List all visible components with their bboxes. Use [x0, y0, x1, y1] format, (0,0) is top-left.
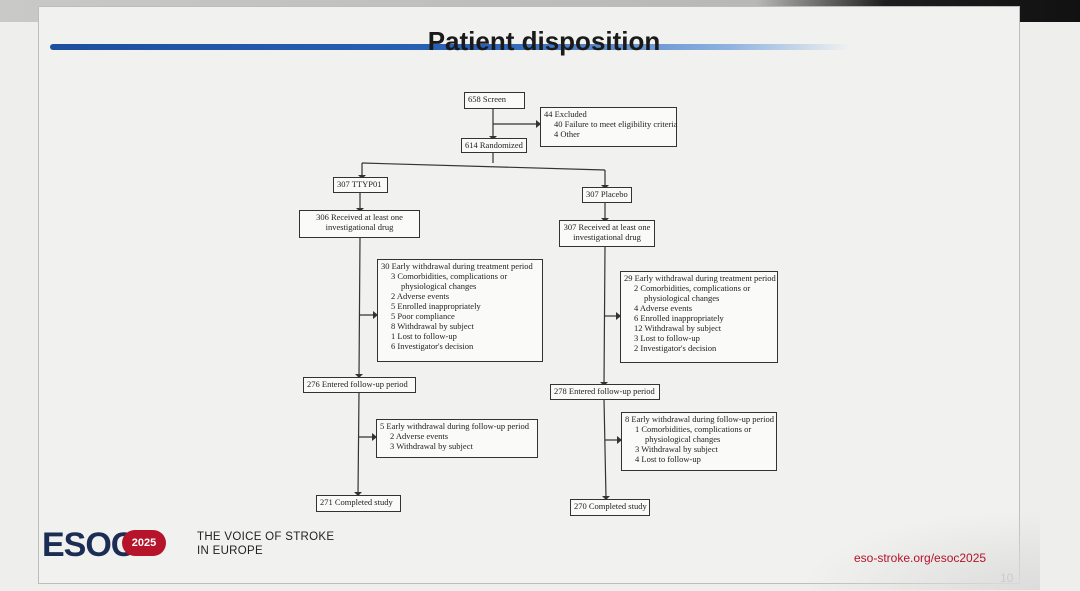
right-withdrawal-box: 29 Early withdrawal during treatment per… — [620, 271, 778, 363]
left-received-line1: 306 Received at least one — [316, 212, 403, 222]
right-received-line1: 307 Received at least one — [563, 222, 651, 232]
right-completed-label: 270 Completed study — [574, 501, 647, 511]
left-withdrawal-item: 5 Enrolled inappropriately — [391, 301, 481, 311]
right-withdrawal-item: 6 Enrolled inappropriately — [634, 313, 724, 323]
right-withdrawal-item: physiological changes — [644, 293, 720, 303]
left-withdrawal-item: 1 Lost to follow-up — [391, 331, 457, 341]
logo-year-badge: 2025 — [122, 530, 166, 556]
excluded-item: 40 Failure to meet eligibility criteria — [554, 119, 678, 129]
left-completed-box: 271 Completed study — [316, 495, 401, 512]
left-fu-withdrawal-item: 3 Withdrawal by subject — [390, 441, 473, 451]
left-received-box: 306 Received at least one investigationa… — [299, 210, 420, 238]
right-withdrawal-item: 2 Investigator's decision — [634, 343, 717, 353]
screen-box: 658 Screen — [464, 92, 525, 109]
left-followup-box: 276 Entered follow-up period — [303, 377, 416, 393]
excluded-box: 44 Excluded 40 Failure to meet eligibili… — [540, 107, 677, 147]
right-fu-withdrawal-item: physiological changes — [645, 434, 721, 444]
left-completed-label: 271 Completed study — [320, 497, 393, 507]
website-url: eso-stroke.org/esoc2025 — [854, 551, 987, 565]
right-fu-withdrawal-head: 8 Early withdrawal during follow-up peri… — [625, 414, 774, 424]
footer-shade — [800, 510, 1040, 590]
page-title: Patient disposition — [427, 26, 661, 56]
right-received-line2: investigational drug — [573, 232, 641, 242]
left-arm-box: 307 TTYP01 — [333, 177, 388, 193]
right-withdrawal-item: 12 Withdrawal by subject — [634, 323, 722, 333]
right-followup-label: 278 Entered follow-up period — [554, 386, 655, 396]
left-followup-label: 276 Entered follow-up period — [307, 379, 408, 389]
left-fu-withdrawal-head: 5 Early withdrawal during follow-up peri… — [380, 421, 529, 431]
screen-label: 658 Screen — [468, 94, 507, 104]
right-followup-box: 278 Entered follow-up period — [550, 384, 660, 400]
left-withdrawal-box: 30 Early withdrawal during treatment per… — [377, 259, 543, 362]
left-withdrawal-item: 2 Adverse events — [391, 291, 450, 301]
right-withdrawal-item: 4 Adverse events — [634, 303, 693, 313]
tagline: THE VOICE OF STROKE IN EUROPE — [197, 530, 334, 558]
right-received-box: 307 Received at least one investigationa… — [559, 220, 655, 247]
tagline-line2: IN EUROPE — [197, 545, 263, 557]
right-fu-withdrawal-item: 3 Withdrawal by subject — [635, 444, 718, 454]
left-withdrawal-item: 3 Comorbidities, complications or — [391, 271, 508, 281]
excluded-item: 4 Other — [554, 129, 580, 139]
left-withdrawal-head: 30 Early withdrawal during treatment per… — [381, 261, 533, 271]
right-arm-label: 307 Placebo — [586, 189, 628, 199]
left-received-line2: investigational drug — [325, 222, 394, 232]
left-fu-withdrawal-box: 5 Early withdrawal during follow-up peri… — [376, 419, 538, 458]
left-arm-label: 307 TTYP01 — [337, 179, 382, 189]
left-fu-withdrawal-item: 2 Adverse events — [390, 431, 449, 441]
left-withdrawal-item: 5 Poor compliance — [391, 311, 455, 321]
right-withdrawal-item: 3 Lost to follow-up — [634, 333, 700, 343]
left-withdrawal-item: physiological changes — [401, 281, 477, 291]
page-number: 10 — [1000, 571, 1014, 585]
randomized-label: 614 Randomized — [465, 140, 523, 150]
right-fu-withdrawal-box: 8 Early withdrawal during follow-up peri… — [621, 412, 777, 471]
right-withdrawal-item: 2 Comorbidities, complications or — [634, 283, 751, 293]
title-accent-line — [50, 44, 850, 50]
right-fu-withdrawal-item: 4 Lost to follow-up — [635, 454, 701, 464]
excluded-head: 44 Excluded — [544, 109, 587, 119]
right-fu-withdrawal-item: 1 Comorbidities, complications or — [635, 424, 752, 434]
left-withdrawal-item: 8 Withdrawal by subject — [391, 321, 474, 331]
left-withdrawal-item: 6 Investigator's decision — [391, 341, 474, 351]
right-completed-box: 270 Completed study — [570, 499, 650, 516]
randomized-box: 614 Randomized — [461, 138, 527, 153]
right-withdrawal-head: 29 Early withdrawal during treatment per… — [624, 273, 776, 283]
tagline-line1: THE VOICE OF STROKE — [197, 531, 335, 543]
right-arm-box: 307 Placebo — [582, 187, 632, 203]
esoc-logo: ESOC — [42, 526, 135, 564]
